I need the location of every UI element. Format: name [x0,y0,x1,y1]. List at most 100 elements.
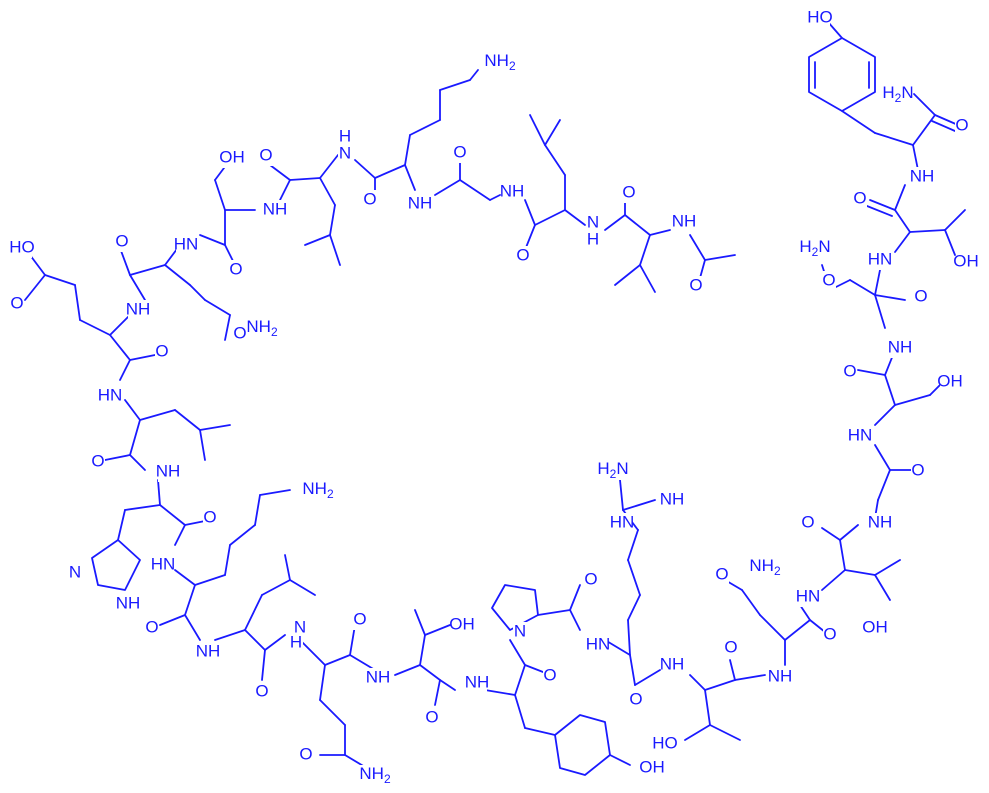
atom-label-n-pro: N [514,621,526,640]
bond [159,504,186,526]
bond [419,664,441,681]
atom-label-ho-glu: HO [9,237,35,256]
atom-label-nh-tyr2: NH [465,672,490,691]
bond [214,179,226,211]
double-bond [699,259,706,279]
bond [319,664,326,701]
bond [689,234,706,261]
label-background [724,638,738,658]
bond [44,274,76,286]
thr-gln-leu [214,554,456,771]
bond [649,229,671,236]
atom-label-o-asn-side: O [822,270,835,289]
bond [439,79,471,91]
atom-label-h2n-asn: H2N [799,237,830,259]
bond [354,159,376,179]
bond [244,594,263,631]
bond [319,154,339,179]
atom-label-oh-ser2: OH [219,147,245,166]
bond [439,679,456,691]
bond [164,264,191,286]
label-background [176,235,196,255]
label-background [750,557,780,577]
benzene-ring [808,37,876,112]
bond [544,119,561,146]
atom-label-hn-leu1: H [339,126,351,145]
label-background [255,682,269,702]
bond [913,93,936,116]
bond [129,419,141,456]
label-background [247,318,277,338]
atom-label-nh2-asn2: NH2 [749,556,781,578]
imidazole-ring [91,539,141,591]
atom-label-hn-thr2: HN [796,586,821,605]
bond [741,589,761,616]
bond [844,569,876,576]
label-background [810,8,830,28]
atom-label-oh-thr2: OH [862,617,888,636]
label-background [203,508,217,528]
bond [634,669,661,686]
bond [199,424,231,431]
bond [174,524,186,546]
atom-label-nh-asn: NH [888,337,913,356]
atom-label-nh-glu: NH [126,299,151,318]
atom-label-nh-his-ring: NH [116,593,141,612]
bond [424,624,451,636]
atom-label-o-glu-side: O [10,293,23,312]
label-background [543,666,557,686]
bond [874,269,881,296]
bond [627,529,639,561]
bond [627,594,641,621]
bond [604,214,626,231]
benzene-ring [554,714,611,776]
atom-label-nh-val: NH [672,211,697,230]
bond [261,579,291,596]
atom-label-nh-leu0: N [587,212,599,231]
atom-label-nh-thr3: NH [660,654,685,673]
double-bond [159,614,186,626]
label-background [68,563,82,583]
atom-label-o-thr3: O [724,637,737,656]
bond [199,234,226,246]
bond [734,674,766,681]
bond [29,254,46,276]
atom-label-o-asn2: O [823,624,836,643]
gln-ser-leu [119,154,341,341]
label-background [629,690,643,710]
double-bond [622,499,656,511]
bond [894,394,931,406]
atom-label-n-his-ring: N [69,562,81,581]
label-background [662,490,682,510]
bond [849,279,876,296]
label-background [622,183,636,203]
label-background [338,144,352,164]
atom-label-hn-thr: HN [868,249,893,268]
bond [419,634,426,666]
label-background [870,250,890,270]
atom-label-nh2-gln2: NH2 [246,317,278,339]
atom-label-o-gln2: O [115,231,128,250]
double-bond [869,199,896,211]
atom-label-nh-tyr: NH [910,166,935,185]
label-background [453,143,467,163]
bond [524,199,536,226]
label-background [798,587,818,607]
bond [117,509,126,541]
bond [79,319,111,336]
label-background [890,338,910,358]
bond [709,724,741,741]
bond [254,494,261,526]
bond [874,444,891,471]
double-bond [729,659,736,681]
label-background [198,642,218,662]
bond [394,664,421,676]
bond [324,654,351,666]
bond [877,469,891,501]
bond [569,609,581,631]
label-background [853,189,867,209]
bond [489,194,501,201]
bond [784,619,811,641]
label-background [870,513,890,533]
